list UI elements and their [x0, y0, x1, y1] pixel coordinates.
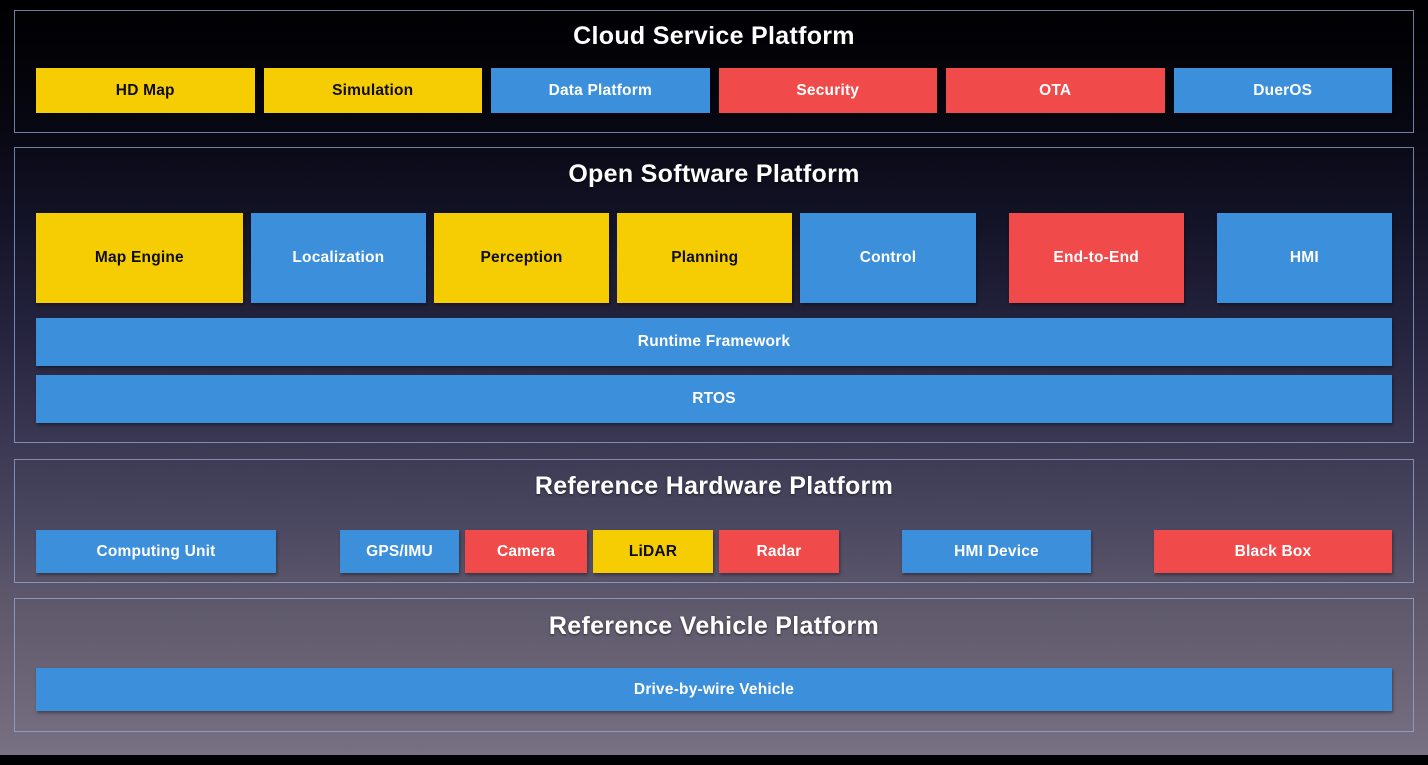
- box-hd-map: HD Map: [36, 68, 255, 113]
- box-camera: Camera: [465, 530, 587, 573]
- box-localization: Localization: [250, 213, 426, 303]
- box-gps-imu: GPS/IMU: [340, 530, 459, 573]
- box-perception: Perception: [433, 213, 610, 303]
- box-black-box: Black Box: [1154, 530, 1392, 573]
- vehicle-section-title: Reference Vehicle Platform: [548, 612, 880, 640]
- box-hmi: HMI: [1216, 213, 1392, 303]
- box-hmi-device: HMI Device: [902, 530, 1091, 573]
- box-ota: OTA: [946, 68, 1165, 113]
- cloud-section-title: Cloud Service Platform: [573, 22, 855, 50]
- hardware-boxes-row: Computing Unit GPS/IMU Camera LiDAR Rada…: [36, 530, 1392, 573]
- bar-runtime-framework: Runtime Framework: [36, 318, 1392, 366]
- box-lidar: LiDAR: [593, 530, 713, 573]
- box-map-engine: Map Engine: [36, 213, 243, 303]
- section-cloud-service-platform: Cloud Service Platform HD Map Simulation…: [14, 10, 1414, 133]
- section-reference-hardware-platform: Reference Hardware Platform Computing Un…: [14, 459, 1414, 583]
- bar-rtos: RTOS: [36, 375, 1392, 423]
- section-open-software-platform: Open Software Platform Map Engine Locali…: [14, 147, 1414, 443]
- software-section-title: Open Software Platform: [568, 160, 860, 188]
- hardware-section-title: Reference Hardware Platform: [534, 472, 894, 500]
- box-dueros: DuerOS: [1173, 68, 1392, 113]
- bar-drive-by-wire-vehicle: Drive-by-wire Vehicle: [36, 668, 1392, 711]
- cloud-boxes-row: HD Map Simulation Data Platform Security…: [36, 68, 1392, 113]
- box-end-to-end: End-to-End: [1008, 213, 1184, 303]
- box-planning: Planning: [617, 213, 793, 303]
- architecture-diagram: Cloud Service Platform HD Map Simulation…: [0, 10, 1428, 765]
- box-control: Control: [800, 213, 976, 303]
- box-computing-unit: Computing Unit: [36, 530, 276, 573]
- box-data-platform: Data Platform: [491, 68, 710, 113]
- box-radar: Radar: [719, 530, 839, 573]
- software-modules-row: Map Engine Localization Perception Plann…: [36, 213, 1392, 303]
- box-security: Security: [718, 68, 937, 113]
- section-reference-vehicle-platform: Reference Vehicle Platform Drive-by-wire…: [14, 598, 1414, 732]
- box-simulation: Simulation: [263, 68, 482, 113]
